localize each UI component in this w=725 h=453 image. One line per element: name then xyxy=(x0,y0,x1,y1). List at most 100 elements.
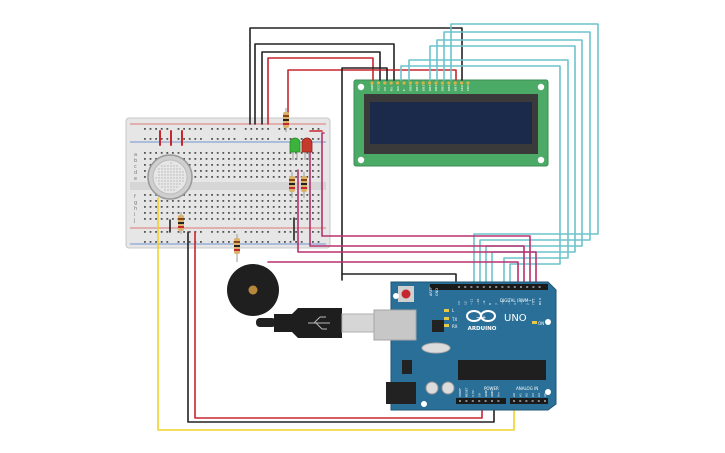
analog-pin-label: A4 xyxy=(537,393,541,397)
lcd-pin[interactable] xyxy=(453,81,457,85)
power-pin[interactable] xyxy=(497,400,500,402)
resistor[interactable] xyxy=(234,234,240,262)
wire-magenta-led-red[interactable] xyxy=(309,149,525,288)
lcd-mount-hole xyxy=(357,83,365,91)
digital-pin[interactable] xyxy=(482,286,485,288)
reset-button-cap[interactable] xyxy=(401,289,411,299)
lcd-pin[interactable] xyxy=(389,81,393,85)
lcd-pin[interactable] xyxy=(396,81,400,85)
breadboard-hole xyxy=(216,194,219,196)
analog-pin[interactable] xyxy=(537,400,540,402)
mount-hole xyxy=(421,401,427,407)
digital-pin[interactable] xyxy=(507,286,510,288)
power-pin[interactable] xyxy=(459,400,461,402)
power-pin[interactable] xyxy=(491,400,493,402)
gas-sensor[interactable] xyxy=(147,154,193,200)
power-pin[interactable] xyxy=(465,400,468,402)
breadboard-hole xyxy=(250,164,253,166)
lcd-pin[interactable] xyxy=(402,81,406,85)
breadboard-hole xyxy=(216,231,219,233)
wire-magenta-buzzer[interactable] xyxy=(267,261,519,288)
lcd-pin[interactable] xyxy=(421,81,425,85)
lcd-pin[interactable] xyxy=(447,81,451,85)
wire-teal-db4[interactable] xyxy=(429,45,576,288)
wire-black-lcd-rw[interactable] xyxy=(254,43,395,125)
wire-black-gnd-power[interactable] xyxy=(187,231,495,423)
wires xyxy=(157,23,599,431)
power-pin[interactable] xyxy=(478,400,481,402)
digital-pin-label: 13 xyxy=(457,301,461,305)
resistor[interactable] xyxy=(283,108,289,132)
digital-pin[interactable] xyxy=(538,286,541,288)
analog-pin[interactable] xyxy=(531,400,534,402)
breadboard-hole xyxy=(233,206,236,208)
digital-pin[interactable] xyxy=(526,286,529,288)
wire-black-rs[interactable] xyxy=(341,67,388,281)
mesh-dot xyxy=(170,180,172,182)
lcd-pin[interactable] xyxy=(370,81,374,85)
digital-pin[interactable] xyxy=(520,286,522,288)
wire-teal-db7[interactable] xyxy=(450,23,599,288)
digital-pin[interactable] xyxy=(458,286,460,288)
lcd-pin[interactable] xyxy=(415,81,419,85)
wire-magenta-led-green[interactable] xyxy=(321,132,531,288)
lcd-pin[interactable] xyxy=(466,81,470,85)
digital-pin[interactable] xyxy=(501,286,504,288)
wire-magenta-aux[interactable] xyxy=(297,169,537,288)
digital-pin[interactable] xyxy=(495,286,498,288)
resistor[interactable] xyxy=(178,212,184,234)
resistor[interactable] xyxy=(301,172,307,198)
wire-red-lcd-vcc[interactable] xyxy=(267,57,374,125)
wire-teal-rs[interactable] xyxy=(400,65,561,288)
wire-yellow-a0[interactable] xyxy=(157,197,515,431)
breadboard-hole xyxy=(200,206,202,208)
lcd-pin[interactable] xyxy=(383,81,387,85)
breadboard-hole xyxy=(239,158,241,160)
resistor[interactable] xyxy=(289,172,295,198)
wire-black-lcd-vss[interactable] xyxy=(261,51,381,125)
lcd-pin[interactable] xyxy=(408,81,412,85)
digital-pin[interactable] xyxy=(489,286,491,288)
lcd-pin[interactable] xyxy=(376,81,380,85)
usb-cable[interactable] xyxy=(256,308,375,338)
power-pin[interactable] xyxy=(484,400,487,402)
lcd-pin[interactable] xyxy=(434,81,438,85)
led-green[interactable] xyxy=(289,137,301,160)
lcd-pin[interactable] xyxy=(440,81,444,85)
power-pin[interactable] xyxy=(471,400,474,402)
analog-pin[interactable] xyxy=(544,400,546,402)
digital-pin[interactable] xyxy=(464,286,467,288)
breadboard-hole xyxy=(144,152,146,154)
wire-black-lcd-gnd[interactable] xyxy=(249,27,463,125)
analog-pin[interactable] xyxy=(513,400,515,402)
analog-pin[interactable] xyxy=(525,400,528,402)
breadboard-hole xyxy=(239,194,241,196)
led-red[interactable] xyxy=(301,137,313,160)
lcd-pin[interactable] xyxy=(428,81,432,85)
lcd-pin[interactable] xyxy=(460,81,464,85)
mesh-dot xyxy=(164,177,166,179)
mesh-dot xyxy=(170,171,172,173)
breadboard-hole xyxy=(233,200,236,202)
wire-red-5v[interactable] xyxy=(194,231,483,419)
mesh-dot xyxy=(161,183,163,185)
breadboard-hole xyxy=(267,164,269,166)
wire-red-lcd-led[interactable] xyxy=(287,69,457,125)
analog-pin[interactable] xyxy=(519,400,522,402)
breadboard-hole xyxy=(233,218,236,220)
mesh-dot xyxy=(158,177,160,179)
digital-pin[interactable] xyxy=(513,286,516,288)
digital-pin[interactable] xyxy=(476,286,479,288)
digital-pin[interactable] xyxy=(532,286,535,288)
digital-pin-label: ~10 xyxy=(476,299,480,305)
breadboard[interactable]: a b c d e f g h i j xyxy=(125,117,331,249)
breadboard-hole xyxy=(312,170,314,172)
breadboard-hole xyxy=(183,206,185,208)
breadboard-hole xyxy=(250,212,253,214)
digital-pin[interactable] xyxy=(470,286,473,288)
piezo-buzzer[interactable] xyxy=(227,264,279,316)
wire-teal-e[interactable] xyxy=(408,59,569,288)
